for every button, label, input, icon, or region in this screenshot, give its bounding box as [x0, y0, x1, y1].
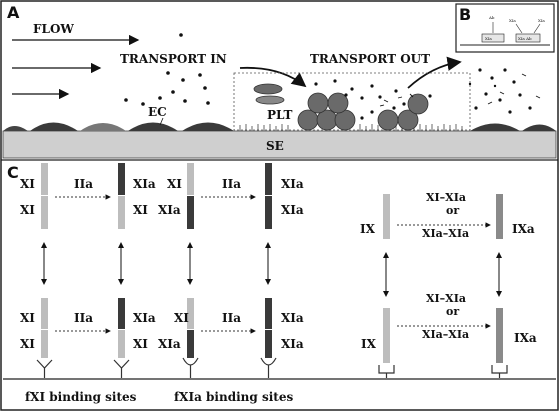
- label-xi-xia: XI–XIa: [426, 191, 466, 204]
- subendothelium-layer: [2, 130, 557, 159]
- molecule-dashes: [379, 73, 541, 107]
- bar-mid: [496, 194, 503, 239]
- panel-a-letter: A: [7, 3, 20, 22]
- fxi-binding-sites-caption: fXI binding sites: [25, 390, 137, 404]
- panel-b-tiny-1: Ab: [488, 15, 495, 20]
- cup-receptor: [182, 357, 199, 366]
- bar-dark: [118, 298, 125, 329]
- label-xia: XIa: [281, 311, 304, 325]
- panel-b-right-box: [515, 33, 541, 43]
- fxia-bottom-group: XI XIa IIa XIa XIa: [158, 298, 304, 378]
- bar-light: [383, 194, 390, 239]
- plt-label: PLT: [267, 108, 292, 122]
- fxi-top-group: XI XI IIa XIa XI: [20, 163, 156, 229]
- ix-top-group: IX XI–XIa or XIa–XIa IXa: [360, 191, 535, 240]
- endothelial-cells: [3, 122, 556, 131]
- label-xia: XIa: [158, 203, 181, 217]
- label-iia: IIa: [222, 177, 241, 191]
- panel-b-left-box: [481, 33, 505, 43]
- bar-light: [41, 163, 48, 195]
- thrombus-region-box: [233, 72, 471, 131]
- equilibrium-arrows: [41, 242, 502, 297]
- bar-light: [118, 330, 125, 358]
- label-ix: IX: [360, 222, 376, 236]
- label-ixa: IXa: [514, 331, 537, 345]
- cup-receptor: [378, 365, 395, 374]
- panel-c-letter: C: [7, 163, 19, 182]
- ec-leader: [159, 117, 164, 126]
- panel-b-left-box-label: XIa: [485, 36, 492, 41]
- label-or: or: [446, 204, 459, 217]
- fxia-binding-sites-caption: fXIa binding sites: [174, 390, 293, 404]
- label-xi: XI: [133, 337, 148, 351]
- bar-dark: [187, 330, 194, 358]
- label-xia: XIa: [281, 177, 304, 191]
- y-receptor: [113, 359, 130, 369]
- label-xi-xia: XI–XIa: [426, 292, 466, 305]
- label-xi: XI: [174, 311, 189, 325]
- se-label: SE: [266, 139, 284, 153]
- bar-light: [187, 298, 194, 329]
- panel-b-tiny-2: XIa: [509, 18, 516, 23]
- fxia-top-group: XI XIa IIa XIa XIa: [158, 163, 304, 229]
- bar-dark: [118, 163, 125, 195]
- bar-dark: [265, 330, 272, 358]
- bar-mid: [496, 308, 503, 363]
- bar-light: [41, 298, 48, 329]
- bar-dark: [265, 163, 272, 195]
- label-xia-xia: XIa–XIa: [422, 227, 469, 240]
- molecule-dots: [124, 33, 532, 120]
- label-iia: IIa: [74, 177, 93, 191]
- label-xia: XIa: [133, 177, 156, 191]
- panel-c: C XI XI IIa XIa XI XI XIa IIa XIa XIa: [3, 163, 556, 404]
- panel-b-stem-3: [533, 23, 541, 34]
- ix-bottom-group: IX XI–XIa or XIa–XIa IXa: [361, 292, 537, 378]
- panel-b-right-box-label: XIa Ab: [518, 36, 532, 41]
- panel-b-tiny-3: XIa: [538, 18, 545, 23]
- panel-a: A FLOW TRANSPORT IN TRANSPORT OUT SE EC: [2, 3, 557, 159]
- label-xia: XIa: [133, 311, 156, 325]
- label-xia: XIa: [281, 337, 304, 351]
- bar-light: [41, 196, 48, 229]
- transport-in-label: TRANSPORT IN: [120, 52, 227, 66]
- fxi-bottom-group: XI XI IIa XIa XI: [20, 298, 156, 378]
- cup-receptor: [491, 365, 508, 374]
- transport-out-arrow: [407, 56, 462, 89]
- bar-light: [118, 196, 125, 229]
- bar-dark: [187, 196, 194, 229]
- transport-in-arrow: [239, 66, 307, 88]
- label-iia: IIa: [74, 311, 93, 325]
- ec-label: EC: [148, 105, 167, 119]
- label-xi: XI: [20, 337, 35, 351]
- label-xi: XI: [20, 311, 35, 325]
- label-iia: IIa: [222, 311, 241, 325]
- panel-b-stem-2: [515, 23, 523, 34]
- bar-light: [383, 308, 390, 363]
- label-xia: XIa: [158, 337, 181, 351]
- bar-dark: [265, 196, 272, 229]
- bar-light: [187, 163, 194, 195]
- transport-out-label: TRANSPORT OUT: [310, 52, 430, 66]
- panel-b-letter: B: [459, 5, 471, 24]
- label-or: or: [446, 305, 459, 318]
- cup-receptor: [260, 357, 277, 366]
- label-ix: IX: [361, 337, 377, 351]
- label-ixa: IXa: [512, 222, 535, 236]
- flow-label: FLOW: [33, 22, 74, 36]
- platelet-aggregate: [253, 83, 429, 131]
- bar-dark: [265, 298, 272, 329]
- label-xi: XI: [133, 203, 148, 217]
- label-xia-xia: XIa–XIa: [422, 328, 469, 341]
- label-xi: XI: [20, 203, 35, 217]
- y-receptor: [36, 359, 53, 369]
- bar-light: [41, 330, 48, 358]
- label-xi: XI: [20, 177, 35, 191]
- label-xia: XIa: [281, 203, 304, 217]
- label-xi: XI: [167, 177, 182, 191]
- panel-b: B XIa XIa Ab Ab XIa XIa: [455, 3, 555, 53]
